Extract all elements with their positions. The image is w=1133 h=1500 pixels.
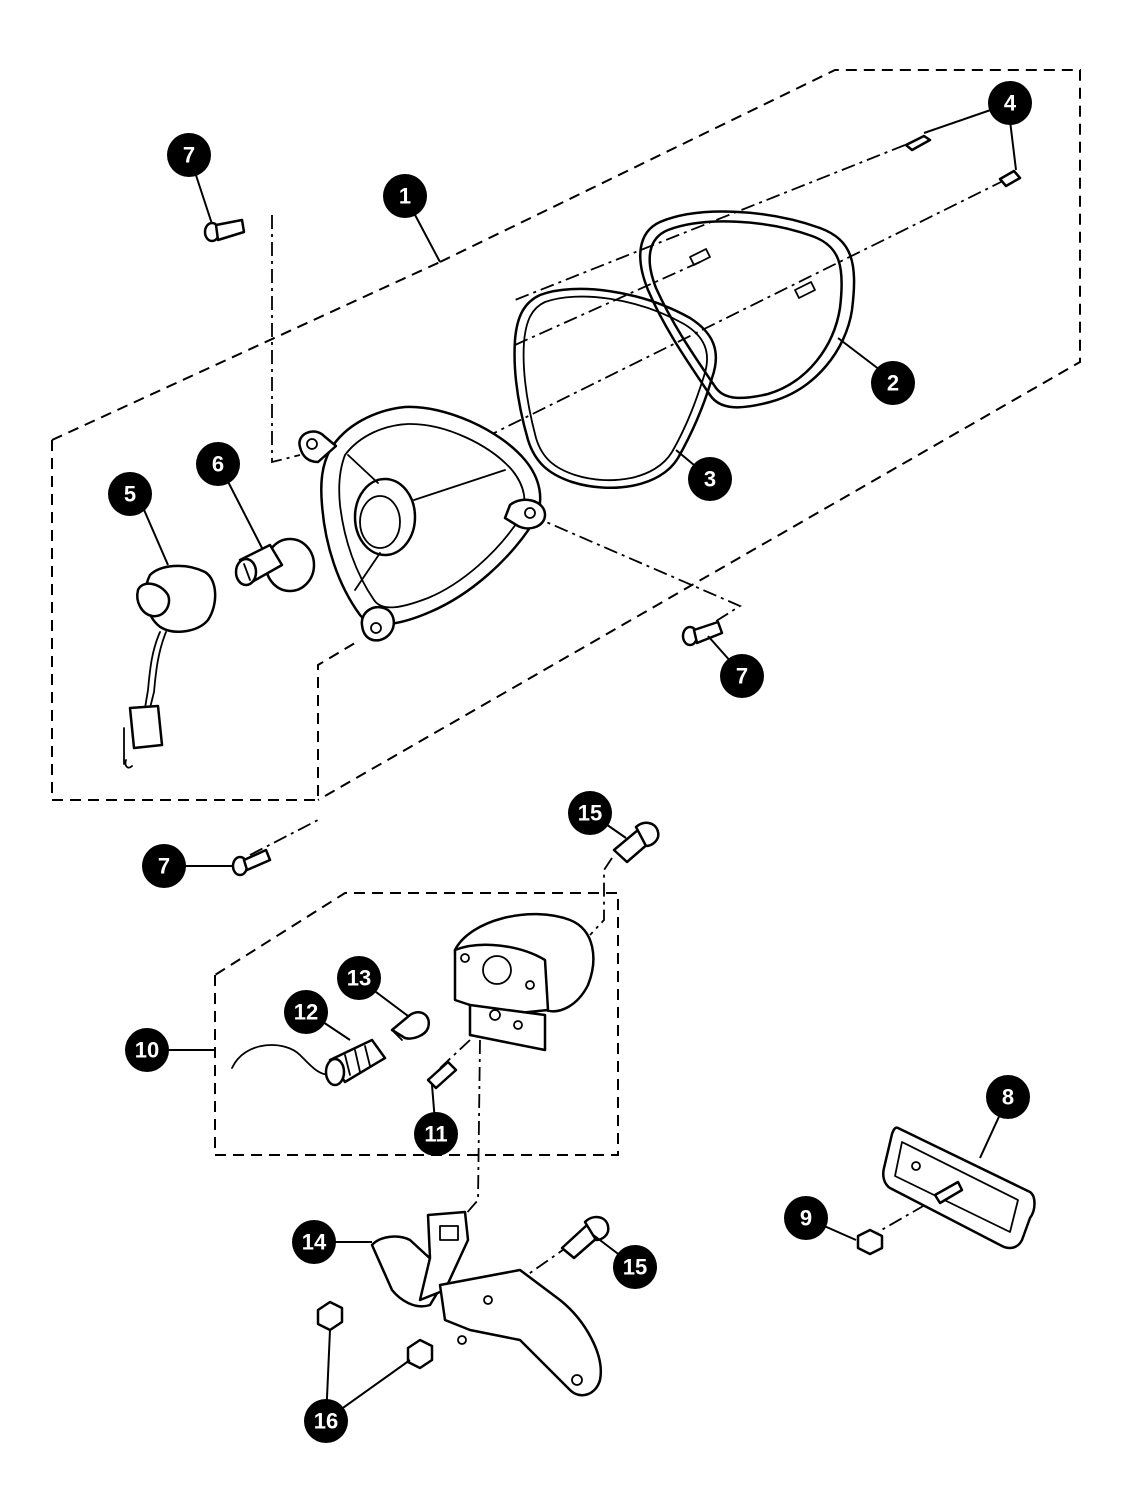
housing-screw-right: [681, 620, 724, 647]
callout-3: 3: [688, 457, 732, 501]
bolt-lower: [560, 1215, 610, 1260]
callout-7-right: 7: [720, 654, 764, 698]
svg-text:16: 16: [314, 1409, 338, 1434]
svg-text:1: 1: [399, 184, 411, 209]
svg-text:15: 15: [578, 801, 602, 826]
license-bulb-socket: [231, 1038, 387, 1087]
svg-text:12: 12: [294, 1000, 318, 1025]
callout-2: 2: [871, 361, 915, 405]
callout-4: 4: [988, 81, 1032, 125]
svg-text:8: 8: [1002, 1085, 1014, 1110]
svg-text:5: 5: [124, 482, 136, 507]
callout-7-top: 7: [167, 133, 211, 177]
tail-light-assembly-boundary: [51, 69, 1081, 801]
reflector-nut: [856, 1228, 884, 1256]
rear-reflector: [882, 1126, 1036, 1250]
callout-8: 8: [986, 1075, 1030, 1119]
callout-12: 12: [284, 990, 328, 1034]
bulb-socket-with-wire: [123, 564, 217, 769]
callout-5: 5: [108, 472, 152, 516]
license-light-assembly-boundary: [214, 892, 619, 1156]
svg-text:4: 4: [1004, 91, 1017, 116]
license-light-housing: [453, 912, 595, 1052]
assembly-center-lines: [249, 144, 1006, 1281]
callout-15-upper: 15: [568, 791, 612, 835]
lens-screws: [904, 134, 1022, 188]
svg-text:11: 11: [424, 1122, 447, 1147]
svg-text:6: 6: [212, 452, 224, 477]
housing-screw-top: [203, 218, 246, 243]
svg-text:7: 7: [736, 664, 748, 689]
svg-text:13: 13: [347, 966, 371, 991]
license-plate-bracket: [370, 1210, 603, 1397]
callout-1: 1: [383, 174, 427, 218]
tail-light-lens: [639, 210, 856, 409]
callout-11: 11: [414, 1112, 458, 1156]
license-light-screw: [426, 1060, 458, 1090]
svg-text:7: 7: [158, 854, 170, 879]
callout-6: 6: [196, 442, 240, 486]
bolt-upper: [612, 821, 660, 864]
callout-10: 10: [125, 1028, 169, 1072]
lens-gasket: [513, 287, 718, 490]
svg-text:15: 15: [623, 1255, 647, 1280]
svg-text:9: 9: [800, 1206, 812, 1231]
leader-lines: [137, 103, 1017, 1421]
callout-16: 16: [304, 1399, 348, 1443]
svg-text:3: 3: [704, 467, 716, 492]
svg-text:7: 7: [183, 143, 195, 168]
svg-text:10: 10: [135, 1038, 159, 1063]
callout-13: 13: [337, 956, 381, 1000]
tail-light-bulb: [234, 537, 316, 593]
callout-9: 9: [784, 1196, 828, 1240]
svg-text:2: 2: [887, 371, 899, 396]
callout-14: 14: [292, 1220, 336, 1264]
bracket-nuts: [316, 1300, 434, 1370]
callout-7-bottom: 7: [142, 844, 186, 888]
callout-15-lower: 15: [613, 1245, 657, 1289]
tail-light-housing: [298, 405, 547, 642]
svg-text:14: 14: [302, 1230, 327, 1255]
license-bulb: [390, 1011, 431, 1041]
